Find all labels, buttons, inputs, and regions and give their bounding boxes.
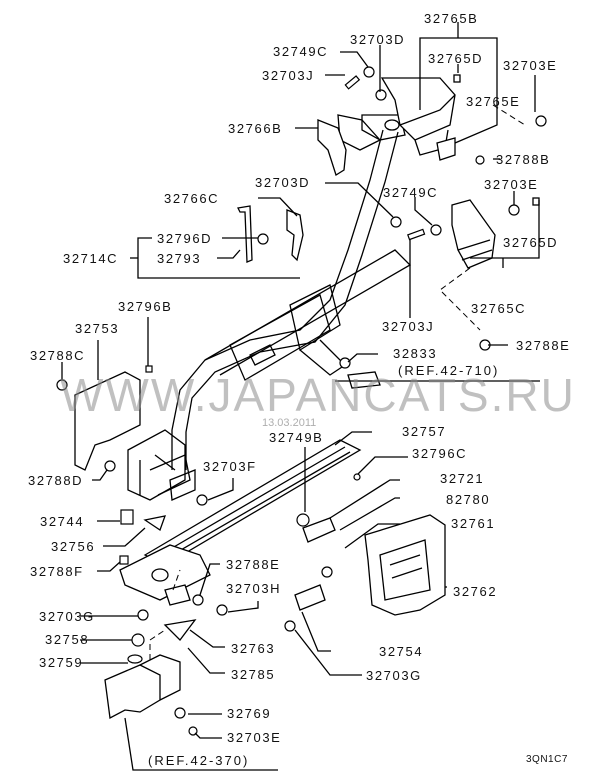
diagram-code: 3QN1C7 <box>526 754 568 765</box>
leader-lines <box>61 22 540 771</box>
label-32753[interactable]: 32753 <box>75 321 120 336</box>
label-32749C[interactable]: 32749C <box>273 44 329 59</box>
label-32788B[interactable]: 32788B <box>496 152 551 167</box>
label-32763[interactable]: 32763 <box>231 641 276 656</box>
reference-42-710[interactable]: (REF.42-710) <box>398 363 500 378</box>
plate-32785 <box>163 619 197 641</box>
label-32796D[interactable]: 32796D <box>157 231 213 246</box>
label-32703D[interactable]: 32703D <box>350 32 406 47</box>
label-32754[interactable]: 32754 <box>379 644 424 659</box>
label-32796B[interactable]: 32796B <box>118 299 173 314</box>
label-32785[interactable]: 32785 <box>231 667 276 682</box>
label-32766C[interactable]: 32766C <box>164 191 220 206</box>
plate-32763 <box>164 584 191 606</box>
label-32749B[interactable]: 32749B <box>269 430 324 445</box>
label-32703F[interactable]: 32703F <box>203 459 257 474</box>
label-32765C[interactable]: 32765C <box>471 301 527 316</box>
label-32762[interactable]: 32762 <box>453 584 498 599</box>
plate-32753 <box>74 371 141 471</box>
label-32703E[interactable]: 32703E <box>227 730 282 745</box>
label-32703E[interactable]: 32703E <box>484 177 539 192</box>
watermark-date: 13.03.2011 <box>262 417 317 429</box>
upper-bracket-32765B <box>380 74 461 161</box>
step-32721 <box>119 544 211 601</box>
fasteners <box>56 66 547 736</box>
tube-32793 <box>237 205 253 263</box>
label-32788C[interactable]: 32788C <box>30 348 86 363</box>
label-32714C[interactable]: 32714C <box>63 251 119 266</box>
plate-32766C <box>286 209 304 262</box>
label-32765D[interactable]: 32765D <box>428 51 484 66</box>
label-32703D[interactable]: 32703D <box>255 175 311 190</box>
label-32833[interactable]: 32833 <box>393 346 438 361</box>
label-32703E[interactable]: 32703E <box>503 58 558 73</box>
label-82780[interactable]: 82780 <box>446 492 491 507</box>
handle-82780 <box>302 517 336 543</box>
latch-32754 <box>294 584 326 611</box>
label-32788E[interactable]: 32788E <box>516 338 571 353</box>
watermark: WWW.JAPANCATS.RU <box>60 369 576 421</box>
plate-32766B <box>317 119 347 176</box>
label-32761[interactable]: 32761 <box>451 516 496 531</box>
label-32759[interactable]: 32759 <box>39 655 84 670</box>
label-32744[interactable]: 32744 <box>40 514 85 529</box>
label-32788F[interactable]: 32788F <box>30 564 84 579</box>
label-32788E[interactable]: 32788E <box>226 557 281 572</box>
label-32756[interactable]: 32756 <box>51 539 96 554</box>
label-32721[interactable]: 32721 <box>440 471 485 486</box>
label-32703G[interactable]: 32703G <box>366 668 422 683</box>
label-32703H[interactable]: 32703H <box>226 581 282 596</box>
label-32788D[interactable]: 32788D <box>28 473 84 488</box>
label-32796C[interactable]: 32796C <box>412 446 468 461</box>
label-32703G[interactable]: 32703G <box>39 609 95 624</box>
mid-bracket-32765C <box>439 197 540 331</box>
label-32749C[interactable]: 32749C <box>383 185 439 200</box>
cover-32762 <box>364 514 446 616</box>
label-32703J[interactable]: 32703J <box>382 319 435 334</box>
label-32765B[interactable]: 32765B <box>424 11 479 26</box>
label-32758[interactable]: 32758 <box>45 632 90 647</box>
bracket-ref-42-370 <box>104 664 161 720</box>
label-32757[interactable]: 32757 <box>402 424 447 439</box>
label-32769[interactable]: 32769 <box>227 706 272 721</box>
label-32766B[interactable]: 32766B <box>228 121 283 136</box>
label-32703J[interactable]: 32703J <box>262 68 315 83</box>
label-32793[interactable]: 32793 <box>157 251 202 266</box>
label-32765E[interactable]: 32765E <box>466 94 521 109</box>
label-32765D[interactable]: 32765D <box>503 235 559 250</box>
reference-42-370[interactable]: (REF.42-370) <box>148 753 250 768</box>
